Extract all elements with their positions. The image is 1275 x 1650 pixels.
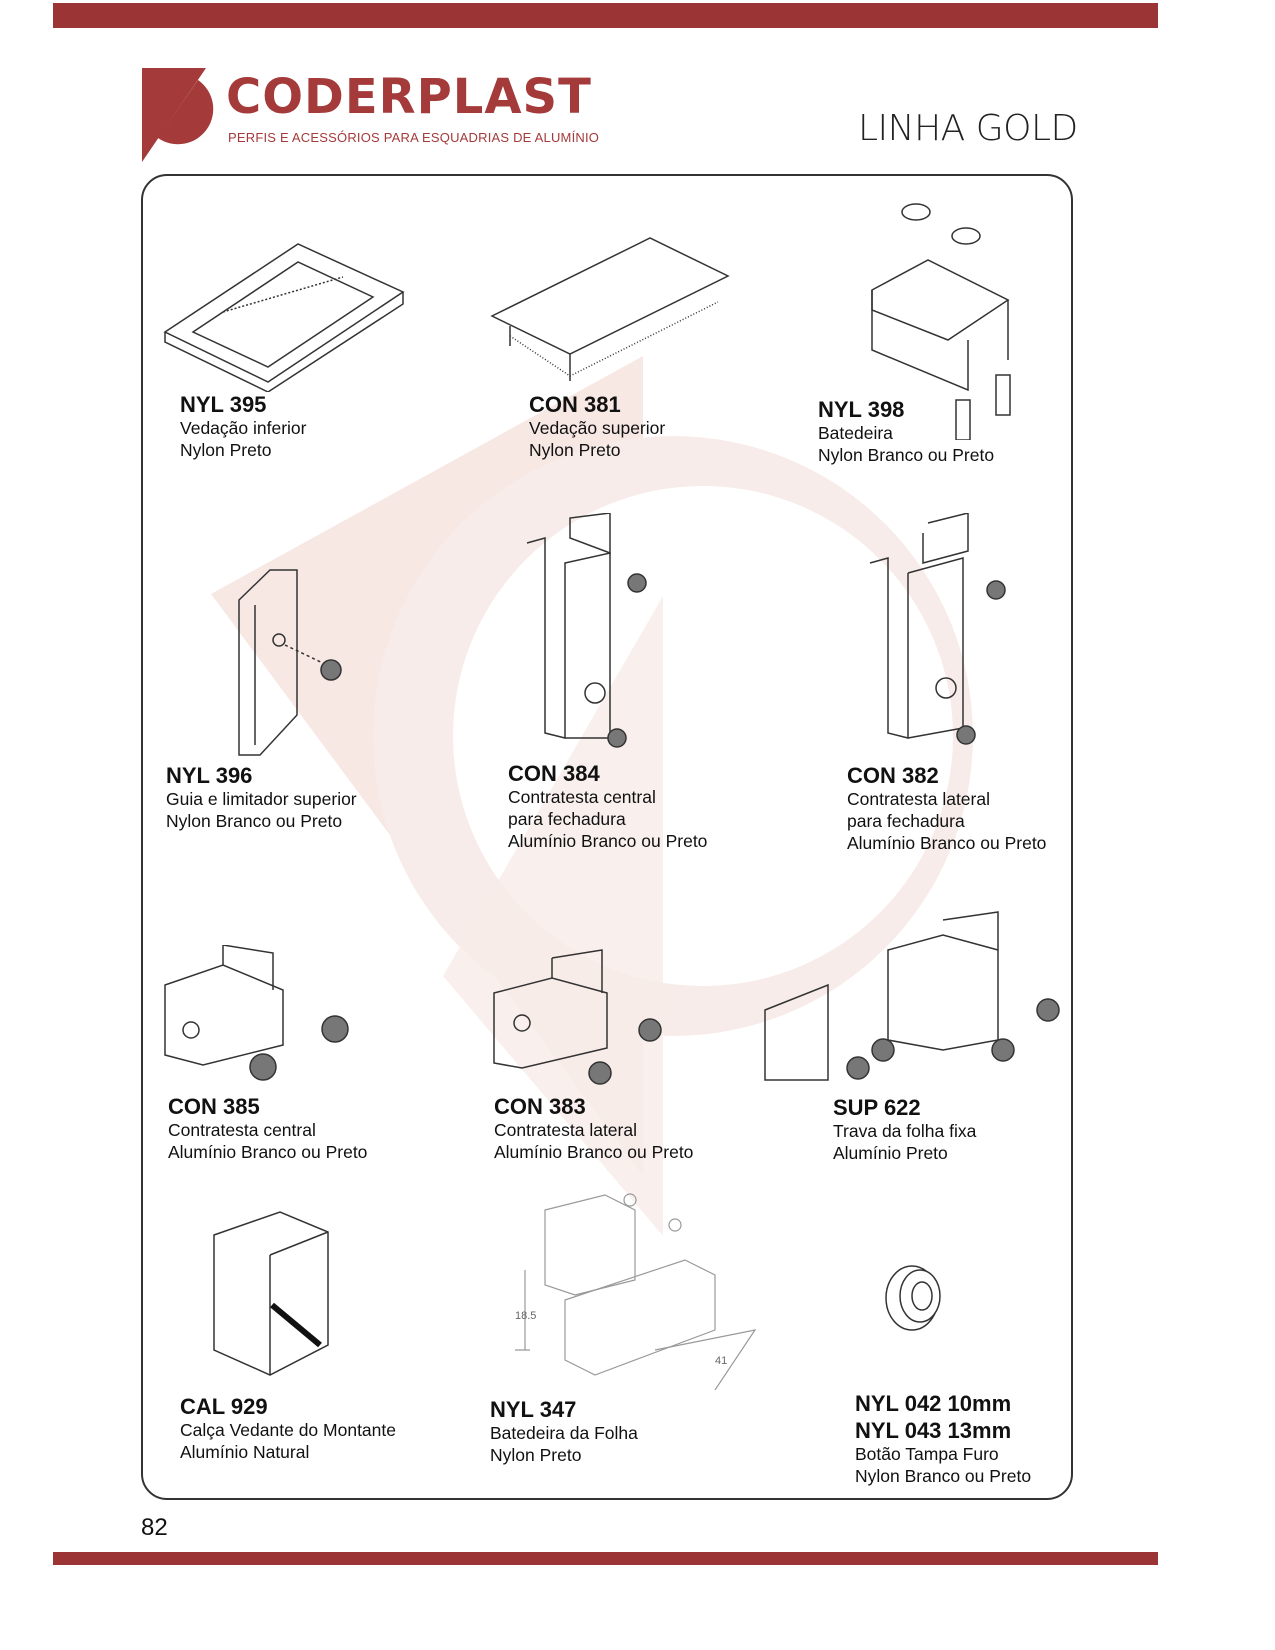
product-nyl-042-043: NYL 042 10mm NYL 043 13mm Botão Tampa Fu… <box>855 1392 1031 1487</box>
product-desc: Trava da folha fixa <box>833 1121 977 1141</box>
product-nyl-396: NYL 396 Guia e limitador superior Nylon … <box>166 764 357 832</box>
product-desc: Contratesta central <box>508 787 656 807</box>
product-con-382: CON 382 Contratesta lateral para fechadu… <box>847 764 1046 854</box>
product-code: NYL 042 10mm <box>855 1391 1012 1416</box>
product-nyl-398: NYL 398 Batedeira Nylon Branco ou Preto <box>818 398 994 466</box>
product-material: Alumínio Branco ou Preto <box>168 1142 368 1162</box>
product-desc: Contratesta central <box>168 1120 316 1140</box>
product-desc: Vedação inferior <box>180 418 307 438</box>
product-desc-2: para fechadura <box>847 811 965 831</box>
product-code: CON 382 <box>847 763 939 788</box>
product-code: NYL 347 <box>490 1397 577 1422</box>
product-con-383: CON 383 Contratesta lateral Alumínio Bra… <box>494 1095 693 1163</box>
logo-mark-icon <box>142 68 214 162</box>
product-code: CAL 929 <box>180 1394 268 1419</box>
product-code: NYL 398 <box>818 397 905 422</box>
product-code: NYL 395 <box>180 392 267 417</box>
brand-name: CODERPLAST <box>226 69 592 125</box>
product-code: CON 381 <box>529 392 621 417</box>
product-code: CON 385 <box>168 1094 260 1119</box>
product-desc: Botão Tampa Furo <box>855 1444 999 1464</box>
product-code-2: NYL 043 13mm <box>855 1418 1012 1443</box>
product-con-385: CON 385 Contratesta central Alumínio Bra… <box>168 1095 367 1163</box>
product-material: Nylon Preto <box>490 1445 582 1465</box>
product-desc: Batedeira da Folha <box>490 1423 638 1443</box>
product-material: Alumínio Branco ou Preto <box>508 831 708 851</box>
product-desc: Calça Vedante do Montante <box>180 1420 396 1440</box>
nyl-395-illustration <box>163 242 408 392</box>
product-line-title: LINHA GOLD <box>858 108 1078 149</box>
product-nyl-347: NYL 347 Batedeira da Folha Nylon Preto <box>490 1398 638 1466</box>
con-383-illustration <box>492 948 672 1088</box>
nyl-398-illustration <box>868 200 1018 440</box>
product-nyl-395: NYL 395 Vedação inferior Nylon Preto <box>180 393 306 461</box>
nyl-396-illustration <box>235 565 350 760</box>
dimension-width: 41 <box>715 1355 728 1367</box>
product-material: Alumínio Natural <box>180 1442 310 1462</box>
sup-622-illustration <box>763 910 1068 1090</box>
con-385-illustration <box>163 945 358 1085</box>
product-material: Nylon Branco ou Preto <box>166 811 343 831</box>
product-sup-622: SUP 622 Trava da folha fixa Alumínio Pre… <box>833 1096 976 1164</box>
watermark-logo-icon <box>211 356 973 1236</box>
product-desc: Guia e limitador superior <box>166 789 357 809</box>
product-material: Alumínio Branco ou Preto <box>847 833 1047 853</box>
product-desc: Vedação superior <box>529 418 666 438</box>
product-desc-2: para fechadura <box>508 809 626 829</box>
product-material: Alumínio Branco ou Preto <box>494 1142 694 1162</box>
dimension-height: 18.5 <box>515 1310 537 1322</box>
nyl-042-illustration <box>882 1258 952 1333</box>
coderplast-logo: CODERPLAST PERFIS E ACESSÓRIOS PARA ESQU… <box>140 66 599 166</box>
product-desc: Batedeira <box>818 423 893 443</box>
con-382-illustration <box>868 513 1018 748</box>
product-cal-929: CAL 929 Calça Vedante do Montante Alumín… <box>180 1395 396 1463</box>
product-material: Nylon Preto <box>180 440 272 460</box>
product-material: Nylon Branco ou Preto <box>818 445 995 465</box>
brand-tagline: PERFIS E ACESSÓRIOS PARA ESQUADRIAS DE A… <box>228 130 600 145</box>
bottom-bar <box>53 1552 1158 1565</box>
con-384-illustration <box>525 513 665 753</box>
product-code: NYL 396 <box>166 763 253 788</box>
product-code: SUP 622 <box>833 1095 921 1120</box>
product-material: Alumínio Preto <box>833 1143 948 1163</box>
product-con-384: CON 384 Contratesta central para fechadu… <box>508 762 707 852</box>
product-con-381: CON 381 Vedação superior Nylon Preto <box>529 393 665 461</box>
con-381-illustration <box>490 236 730 386</box>
product-code: CON 383 <box>494 1094 586 1119</box>
top-bar <box>53 3 1158 28</box>
nyl-347-illustration: 18.5 41 <box>515 1190 765 1390</box>
product-material: Nylon Branco ou Preto <box>855 1466 1032 1486</box>
page-number: 82 <box>141 1514 168 1541</box>
product-material: Nylon Preto <box>529 440 621 460</box>
product-code: CON 384 <box>508 761 600 786</box>
product-desc: Contratesta lateral <box>494 1120 637 1140</box>
cal-929-illustration <box>210 1210 335 1380</box>
product-desc: Contratesta lateral <box>847 789 990 809</box>
products-panel <box>141 174 1073 1500</box>
